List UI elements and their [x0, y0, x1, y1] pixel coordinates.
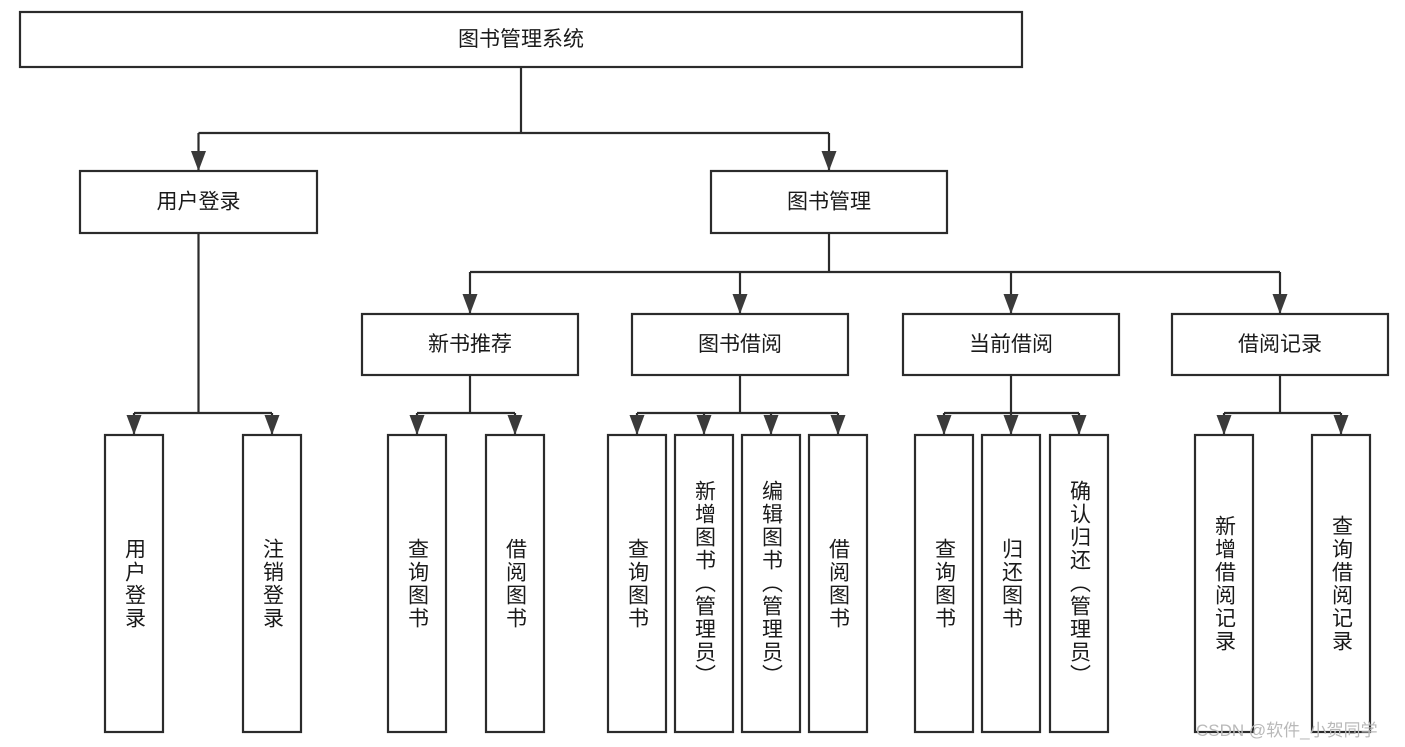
arrow-head-icon — [409, 415, 425, 435]
node-box-layer — [18, 10, 1390, 734]
node-label: 新书推荐 — [428, 333, 512, 356]
arrow-head-icon — [1272, 294, 1288, 314]
node-label: 借阅记录 — [1238, 333, 1322, 356]
node-user-login-do[interactable] — [103, 433, 165, 734]
node-bb-query-book[interactable] — [606, 433, 668, 734]
node-box[interactable] — [673, 433, 735, 734]
node-box[interactable] — [484, 433, 546, 734]
node-user-logout[interactable] — [241, 433, 303, 734]
node-nbr-query-book[interactable] — [386, 433, 448, 734]
arrow-head-icon — [629, 415, 645, 435]
node-label: 图书借阅 — [698, 333, 782, 356]
node-box[interactable] — [18, 10, 1024, 69]
node-cb-return-book[interactable] — [980, 433, 1042, 734]
node-box[interactable] — [1170, 312, 1390, 377]
node-current-borrow[interactable] — [901, 312, 1121, 377]
csdn-watermark: CSDN @软件_小贺同学 — [1196, 721, 1378, 740]
node-box[interactable] — [241, 433, 303, 734]
node-label: 图书管理 — [787, 191, 871, 214]
node-book-manage[interactable] — [709, 169, 949, 235]
node-label: 图书管理系统 — [458, 28, 584, 51]
node-br-query-record[interactable] — [1310, 433, 1372, 734]
arrow-head-icon — [830, 415, 846, 435]
arrow-head-icon — [1003, 415, 1019, 435]
node-bb-borrow-book[interactable] — [807, 433, 869, 734]
node-box[interactable] — [807, 433, 869, 734]
node-box[interactable] — [386, 433, 448, 734]
node-box[interactable] — [360, 312, 580, 377]
node-borrow-record[interactable] — [1170, 312, 1390, 377]
node-box[interactable] — [1193, 433, 1255, 734]
node-box[interactable] — [913, 433, 975, 734]
arrow-head-icon — [1333, 415, 1349, 435]
node-nbr-borrow-book[interactable] — [484, 433, 546, 734]
node-new-book-rec[interactable] — [360, 312, 580, 377]
node-label: 用户登录 — [157, 191, 241, 214]
arrow-head-icon — [821, 151, 837, 171]
arrow-head-icon — [507, 415, 523, 435]
node-box[interactable] — [980, 433, 1042, 734]
node-box[interactable] — [103, 433, 165, 734]
arrow-head-icon — [1071, 415, 1087, 435]
arrow-head-icon — [732, 294, 748, 314]
arrow-head-icon — [936, 415, 952, 435]
arrow-head-icon — [264, 415, 280, 435]
node-box[interactable] — [1048, 433, 1110, 734]
arrow-head-icon — [696, 415, 712, 435]
node-cb-query-book[interactable] — [913, 433, 975, 734]
node-bb-edit-book[interactable] — [740, 433, 802, 734]
node-box[interactable] — [740, 433, 802, 734]
node-box[interactable] — [1310, 433, 1372, 734]
node-box[interactable] — [901, 312, 1121, 377]
connector-layer — [126, 67, 1349, 435]
arrow-head-icon — [1003, 294, 1019, 314]
node-label: 当前借阅 — [969, 333, 1053, 356]
node-box[interactable] — [709, 169, 949, 235]
node-box[interactable] — [78, 169, 319, 235]
arrow-head-icon — [1216, 415, 1232, 435]
node-box[interactable] — [630, 312, 850, 377]
node-cb-confirm-return[interactable] — [1048, 433, 1110, 734]
node-user-login[interactable] — [78, 169, 319, 235]
node-bb-add-book[interactable] — [673, 433, 735, 734]
node-box[interactable] — [606, 433, 668, 734]
arrow-head-icon — [191, 151, 206, 171]
node-br-add-record[interactable] — [1193, 433, 1255, 734]
arrow-head-icon — [462, 294, 478, 314]
node-book-borrow[interactable] — [630, 312, 850, 377]
arrow-head-icon — [126, 415, 142, 435]
arrow-head-icon — [763, 415, 779, 435]
node-root[interactable] — [18, 10, 1024, 69]
